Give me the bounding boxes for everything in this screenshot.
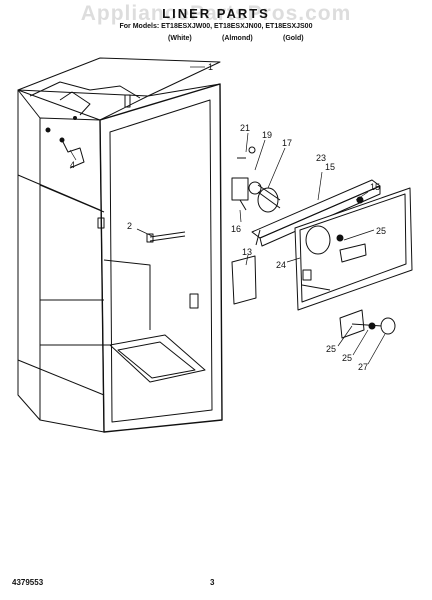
callout-13: 13 (242, 247, 252, 257)
callout-15-upper: 15 (325, 162, 335, 172)
finish-labels: (White) (Almond) (Gold) (0, 35, 432, 45)
callout-1: 1 (208, 62, 213, 72)
part-13-plate (231, 255, 257, 305)
evaporator-fan-assembly (231, 146, 281, 213)
model-numbers: For Models: ET18ESXJW00, ET18ESXJN00, ET… (119, 23, 313, 30)
callout-15-right: 15 (370, 182, 380, 192)
part-2-strip (146, 231, 186, 243)
callout-19: 19 (262, 130, 272, 140)
thermostat-knob-assembly (339, 309, 396, 339)
callout-labels: 1 2 4 13 15 15 16 17 19 21 23 24 25 25 2… (70, 62, 386, 372)
leader-lines (69, 66, 386, 365)
fan-cover-bracket (251, 179, 381, 247)
callout-24: 24 (276, 260, 286, 270)
callout-25-left: 25 (326, 344, 336, 354)
page-number: 3 (210, 578, 215, 587)
callout-23: 23 (316, 153, 326, 163)
callout-17: 17 (282, 138, 292, 148)
callout-27: 27 (358, 362, 368, 372)
diagram-title: LINER PARTS (162, 6, 270, 21)
finish-gold: (Gold) (283, 35, 304, 42)
callout-25-upper: 25 (376, 226, 386, 236)
liner-cabinet (17, 57, 223, 433)
part-number: 4379553 (12, 578, 44, 587)
callout-4: 4 (70, 160, 75, 170)
callout-16: 16 (231, 224, 241, 234)
callout-25-middle: 25 (342, 353, 352, 363)
callout-2: 2 (127, 221, 132, 231)
evaporator-cover-panel (294, 187, 413, 311)
finish-almond: (Almond) (222, 35, 253, 42)
callout-21: 21 (240, 123, 250, 133)
finish-white: (White) (168, 35, 192, 42)
